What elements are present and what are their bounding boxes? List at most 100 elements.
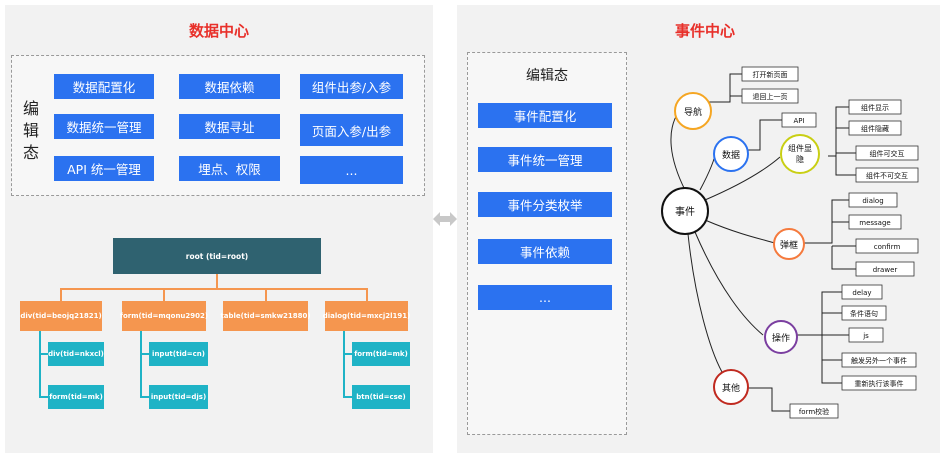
leaf-box xyxy=(848,192,898,208)
leaf-box xyxy=(841,352,917,368)
edit-label-text: 编辑态 xyxy=(22,99,39,162)
mindmap-edge xyxy=(729,95,742,102)
event-btn-dependency[interactable]: 事件依赖 xyxy=(478,239,612,264)
leaf-box xyxy=(841,305,887,321)
leaf-box xyxy=(741,88,799,104)
tree-root-node: root (tid=root) xyxy=(113,238,321,274)
mindmap-center-node xyxy=(661,187,709,235)
leaf-label-hide: 组件隐藏 xyxy=(861,124,889,133)
tree-leaf-btn: btn(tid=cse) xyxy=(352,385,410,409)
tree-leaf-form: form(tid=mk) xyxy=(48,385,104,409)
data-btn-page-params[interactable]: 页面入参/出参 xyxy=(300,114,403,146)
data-btn-api-management[interactable]: API 统一管理 xyxy=(54,156,154,181)
mindmap-edge xyxy=(704,156,781,201)
data-center-edit-label: 编辑态 xyxy=(21,98,41,164)
event-btn-more[interactable]: ... xyxy=(478,285,612,310)
tree-connector xyxy=(60,288,367,290)
mindmap-node-show-label2: 隐 xyxy=(796,154,804,164)
mindmap-edge xyxy=(821,360,842,384)
leaf-label-drawer: drawer xyxy=(873,266,898,274)
mindmap-edge xyxy=(704,219,776,244)
tree-connector xyxy=(366,288,368,301)
mindmap-node-data-label: 数据 xyxy=(722,149,740,161)
tree-node-form: form(tid=mqonu2902) xyxy=(120,301,208,331)
tree-leaf-input-djs: input(tid=djs) xyxy=(149,385,208,409)
leaf-label-non-interactive: 组件不可交互 xyxy=(866,171,908,180)
mindmap-edge xyxy=(831,246,856,270)
mindmap-node-show xyxy=(780,134,820,174)
mindmap-edge xyxy=(828,106,849,157)
leaf-box xyxy=(841,375,917,391)
leaf-label-trigger-other: 触发另外一个事件 xyxy=(851,356,907,365)
leaf-label-delay: delay xyxy=(852,289,871,297)
tree-node-dialog: dialog(tid=mxcj2l191) xyxy=(323,301,410,331)
event-center-edit-label: 编辑态 xyxy=(526,68,568,84)
leaf-box xyxy=(789,403,839,419)
tree-connector xyxy=(216,274,218,288)
mindmap-edge xyxy=(748,387,790,412)
leaf-label-confirm: confirm xyxy=(874,243,901,251)
tree-connector xyxy=(343,396,352,398)
tree-connector xyxy=(140,396,149,398)
mindmap-center-label: 事件 xyxy=(675,205,695,218)
tree-connector xyxy=(343,331,345,397)
tree-connector xyxy=(39,353,48,355)
tree-node-table: table(tid=smkw21880) xyxy=(220,301,311,331)
tree-connector xyxy=(140,331,142,397)
leaf-box xyxy=(855,238,919,254)
leaf-label-interactive: 组件可交互 xyxy=(870,149,905,158)
mindmap-edge xyxy=(708,73,742,103)
mindmap-edge xyxy=(687,233,723,373)
leaf-label-dialog: dialog xyxy=(862,197,883,205)
mindmap-node-show-label: 组件显 xyxy=(788,143,812,153)
data-btn-addressing[interactable]: 数据寻址 xyxy=(179,114,280,139)
leaf-box xyxy=(741,66,799,82)
mindmap-node-other xyxy=(713,369,749,405)
leaf-label-go-back: 退回上一页 xyxy=(753,92,788,101)
leaf-box xyxy=(855,167,919,183)
data-btn-component-params[interactable]: 组件出参/入参 xyxy=(300,74,403,99)
data-btn-config[interactable]: 数据配置化 xyxy=(54,74,154,99)
leaf-box xyxy=(848,327,884,343)
tree-connector xyxy=(163,288,165,301)
tree-leaf-div: div(tid=nkxcl) xyxy=(48,342,104,366)
leaf-label-js: js xyxy=(862,332,869,340)
event-btn-category[interactable]: 事件分类枚举 xyxy=(478,192,612,217)
leaf-box xyxy=(848,120,902,136)
tree-connector xyxy=(39,331,41,397)
tree-leaf-input-cn: input(tid=cn) xyxy=(149,342,208,366)
tree-connector xyxy=(343,353,352,355)
tree-connector xyxy=(140,353,149,355)
mindmap-edge xyxy=(694,231,764,336)
leaf-label-condition: 条件语句 xyxy=(850,309,878,318)
data-btn-unified[interactable]: 数据统一管理 xyxy=(54,114,154,139)
event-center-title: 事件中心 xyxy=(674,22,735,40)
mindmap-node-ops xyxy=(764,320,798,354)
leaf-label-api: API xyxy=(793,117,804,125)
leaf-box xyxy=(855,145,919,161)
mindmap-node-dialog-label: 弹框 xyxy=(780,239,798,251)
mindmap-edge xyxy=(742,119,782,151)
leaf-box xyxy=(848,99,902,115)
leaf-label-rerun: 重新执行该事件 xyxy=(855,379,904,388)
leaf-box xyxy=(848,214,902,230)
data-btn-more[interactable]: ... xyxy=(300,156,403,184)
mindmap-node-dialog xyxy=(773,228,805,260)
data-btn-dependency[interactable]: 数据依赖 xyxy=(179,74,280,99)
leaf-label-open-page: 打开新页面 xyxy=(753,70,788,79)
event-mindmap: 事件 导航 数据 组件显 隐 弹框 操作 其他 打开新页面 退回上一页 API … xyxy=(661,66,919,419)
event-btn-config[interactable]: 事件配置化 xyxy=(478,103,612,128)
mindmap-node-nav xyxy=(674,92,712,130)
leaf-box xyxy=(855,261,915,277)
leaf-label-show: 组件显示 xyxy=(861,103,889,112)
tree-leaf-form-mk: form(tid=mk) xyxy=(352,342,410,366)
event-btn-unified[interactable]: 事件统一管理 xyxy=(478,147,612,172)
mindmap-node-nav-label: 导航 xyxy=(684,106,702,118)
mindmap-edge xyxy=(821,335,842,361)
tree-connector xyxy=(265,288,267,301)
data-btn-tracking[interactable]: 埋点、权限 xyxy=(179,156,280,181)
mindmap-node-other-label: 其他 xyxy=(722,382,740,394)
mindmap-node-ops-label: 操作 xyxy=(772,332,790,344)
mindmap-edge xyxy=(835,156,856,176)
data-center-title: 数据中心 xyxy=(188,22,249,40)
